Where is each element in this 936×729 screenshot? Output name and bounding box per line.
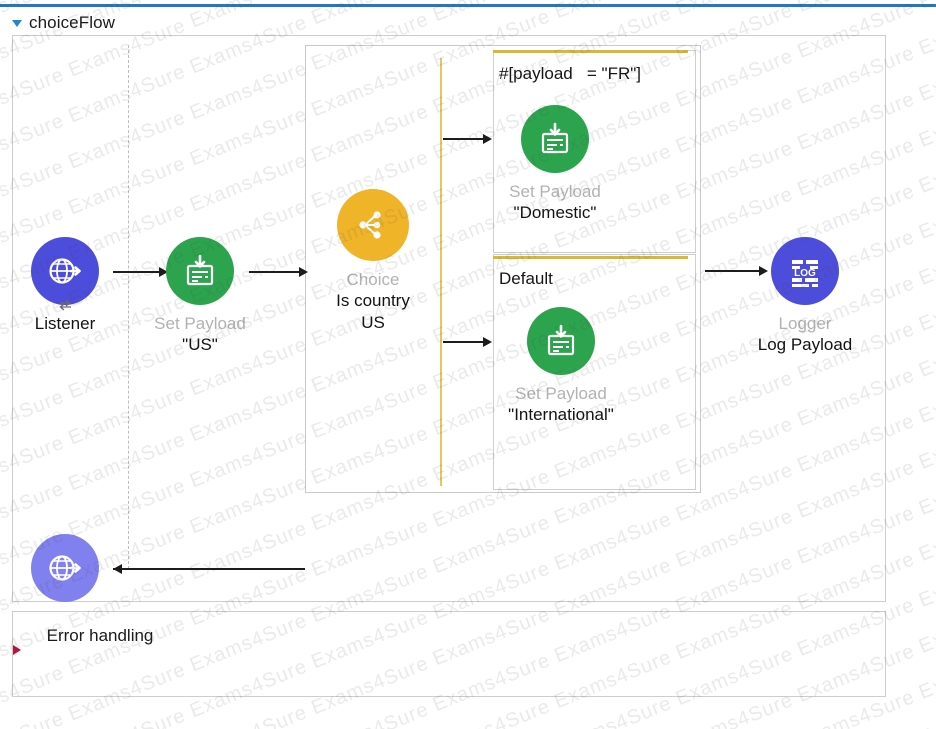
node-set-payload-domestic-type: Set Payload [509,182,601,201]
node-listener-type: Listener [34,314,96,333]
flow-outer-frame [12,35,886,602]
node-listener[interactable]: Listener [31,237,130,334]
branch-bottom-bar [493,256,688,259]
error-marker-icon [13,645,21,655]
log-icon[interactable]: LOG [771,237,839,305]
svg-text:LOG: LOG [794,268,816,279]
arrow-branch-bottom [443,336,493,347]
top-accent-bar [0,4,936,7]
node-set-payload-international[interactable]: Set Payload "International" [508,307,620,426]
branch-bottom-condition[interactable]: Default [499,269,553,288]
node-set-payload-international-type: Set Payload [515,384,607,403]
arrow-listener-to-setpayload [113,266,169,277]
node-set-payload-us-name: "US" [182,335,218,355]
chevron-down-icon[interactable] [12,19,22,27]
node-set-payload-us[interactable]: Set Payload "US" [154,237,265,356]
node-choice-name: Is country US [336,291,410,332]
arrow-to-error-listener [104,563,305,574]
node-choice[interactable]: Choice Is country US [336,189,438,333]
branch-bottom-frame[interactable] [493,254,696,490]
node-logger[interactable]: LOG Logger Log Payload [758,237,870,356]
branch-top-bar [493,50,688,53]
flow-header[interactable]: choiceFlow [12,13,115,33]
flow-title: choiceFlow [29,13,116,32]
globe-arrow-icon[interactable] [31,237,99,311]
node-set-payload-international-name: "International" [508,405,614,425]
node-choice-type: Choice [346,270,400,289]
globe-arrow-icon[interactable] [31,534,99,602]
source-divider-rail [128,45,129,569]
node-set-payload-domestic-name: "Domestic" [513,203,597,223]
error-handling-section[interactable] [12,611,886,697]
branch-top-condition[interactable]: #[payload = "FR"] [499,64,642,83]
arrow-setpayload-to-choice [249,266,309,277]
choice-branch-icon[interactable] [337,189,409,261]
arrow-branch-top [443,133,493,144]
node-set-payload-us-type: Set Payload [154,314,246,333]
node-set-payload-domestic[interactable]: Set Payload "Domestic" [509,105,620,224]
set-payload-icon[interactable] [521,105,589,173]
arrow-choice-to-logger [705,265,769,276]
node-error-listener[interactable] [31,534,99,602]
set-payload-icon[interactable] [527,307,595,375]
error-handling-label: Error handling [46,626,154,645]
set-payload-icon[interactable] [166,237,234,305]
node-logger-type: Logger [778,314,832,333]
node-logger-name: Log Payload [757,335,853,355]
choice-spine [440,58,442,486]
